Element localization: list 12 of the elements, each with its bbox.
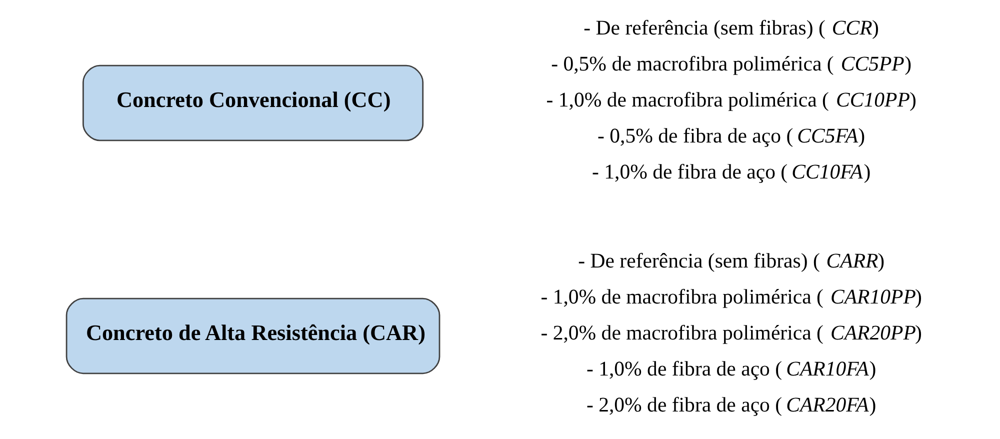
label: - 2,0% de fibra de aço (CAR20FA) bbox=[586, 394, 876, 417]
label: - 0,5% de fibra de aço (CC5FA) bbox=[597, 124, 865, 148]
label: - De referência (sem fibras) (CCR) bbox=[583, 16, 878, 40]
node-box: Concreto de Alta Resistência (CAR) bbox=[65, 298, 440, 374]
label: - 2,0% de macrofibra polimérica (CAR20PP) bbox=[540, 321, 922, 344]
label: - De referência (sem fibras) (CARR) bbox=[578, 249, 884, 272]
node-box: Concreto Convencional (CC) bbox=[82, 64, 424, 142]
label: - 0,5% de macrofibra polimérica (CC5PP) bbox=[550, 52, 912, 76]
label: - 1,0% de fibra de aço (CC10FA) bbox=[592, 160, 870, 184]
label: - 1,0% de macrofibra polimérica (CC10PP) bbox=[546, 88, 916, 112]
label: - 1,0% de macrofibra polimérica (CAR10PP) bbox=[540, 285, 922, 308]
label: - 1,0% de fibra de aço (CAR10FA) bbox=[586, 357, 876, 380]
